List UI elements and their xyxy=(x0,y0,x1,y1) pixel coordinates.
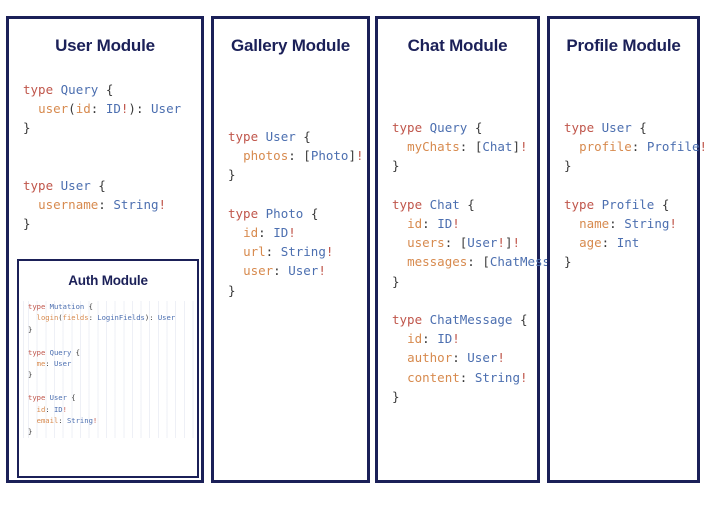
module-card-gallery[interactable]: Gallery Module type User { photos: [Phot… xyxy=(211,16,370,483)
module-title-user: User Module xyxy=(55,36,155,55)
schema-code-chat: type Query { myChats: [Chat]! } type Cha… xyxy=(392,120,588,404)
module-title-chat: Chat Module xyxy=(407,36,508,55)
module-title-profile: Profile Module xyxy=(566,36,681,55)
schema-code-user: type Query { user(id: ID!): User } type … xyxy=(23,82,182,232)
schema-code-profile: type User { profile: Profile! } type Pro… xyxy=(564,120,704,270)
module-card-user[interactable]: User Module type Query { user(id: ID!): … xyxy=(6,16,204,483)
module-title-gallery: Gallery Module xyxy=(230,36,351,55)
schema-code-gallery: type User { photos: [Photo]! } type Phot… xyxy=(228,129,364,298)
module-card-chat[interactable]: Chat Module type Query { myChats: [Chat]… xyxy=(375,16,588,483)
module-card-profile[interactable]: Profile Module type User { profile: Prof… xyxy=(547,16,704,483)
module-title-auth: Auth Module xyxy=(68,273,148,288)
module-card-auth[interactable]: Auth Module type Mutation { login(fields… xyxy=(17,259,199,478)
schema-code-auth: type Mutation { login(fields: LoginField… xyxy=(19,301,197,438)
